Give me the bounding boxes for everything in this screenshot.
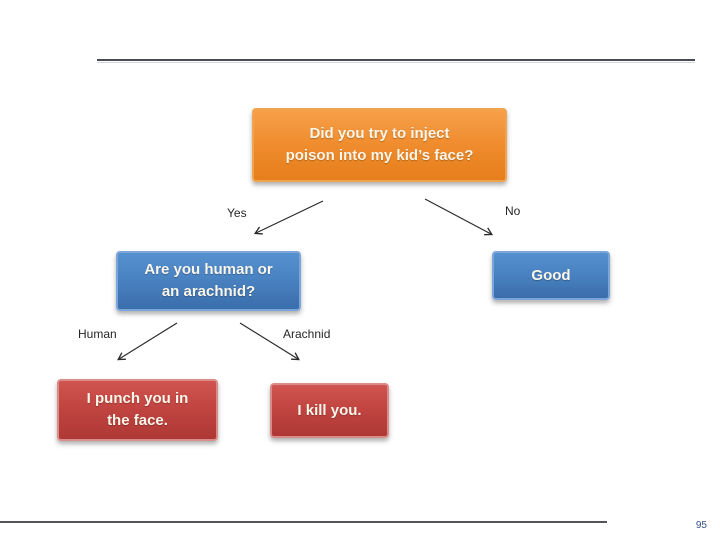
node-text-line: I kill you. [297,401,362,419]
node-text-line: Did you try to inject [309,125,450,143]
edge-label-human: Human [78,327,117,341]
title-rule-accent [97,62,695,63]
slide-number: 95 [695,520,707,531]
node-outcome-good: Good [492,251,610,300]
edge-label-yes: Yes [227,206,247,220]
node-text-line: I punch you in [86,390,189,408]
node-outcome-kill: I kill you. [270,383,389,438]
node-text-line: Are you human or [144,261,273,279]
node-text-line: an arachnid? [161,283,256,300]
node-question-inject: Did you try to inject poison into my kid… [252,108,507,182]
arrow-no [424,198,494,236]
title-rule [97,59,695,61]
node-text-line: poison into my kid’s face? [285,147,474,164]
footer-rule [0,521,607,523]
node-text-line: Good [531,266,571,284]
arrow-human [117,322,178,361]
edge-label-arachnid: Arachnid [283,327,331,341]
arrow-yes [253,200,324,235]
edge-label-no: No [505,204,521,218]
node-text-line: the face. [107,412,168,429]
node-outcome-punch: I punch you in the face. [57,379,218,441]
node-question-human-arachnid: Are you human or an arachnid? [116,251,301,311]
